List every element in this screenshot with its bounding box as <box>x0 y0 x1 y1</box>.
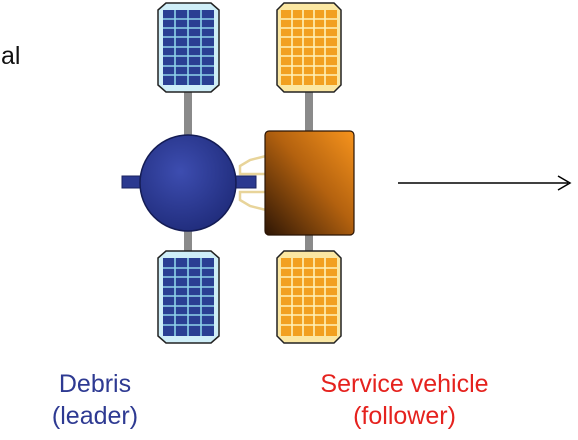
motion-arrow <box>398 175 572 191</box>
debris-bottom-mast <box>184 226 192 256</box>
service-vehicle-role-label: (follower) <box>353 402 456 430</box>
service-vehicle <box>238 2 355 344</box>
debris-role-label: (leader) <box>51 402 139 430</box>
debris-top-solar-panel <box>157 2 220 93</box>
debris-bottom-solar-panel <box>157 250 220 344</box>
service-vehicle-name-label: Service vehicle <box>320 370 489 398</box>
service-top-solar-panel <box>276 2 342 93</box>
service-bottom-solar-panel <box>276 250 342 344</box>
debris-satellite <box>121 2 257 344</box>
partial-label: al <box>1 42 21 70</box>
service-body <box>264 130 355 236</box>
debris-top-mast <box>184 86 192 142</box>
debris-name-label: Debris <box>58 370 132 398</box>
debris-body <box>139 134 237 232</box>
service-capture-arms <box>238 154 267 212</box>
service-bottom-mast <box>305 234 313 258</box>
service-top-mast <box>305 86 313 132</box>
